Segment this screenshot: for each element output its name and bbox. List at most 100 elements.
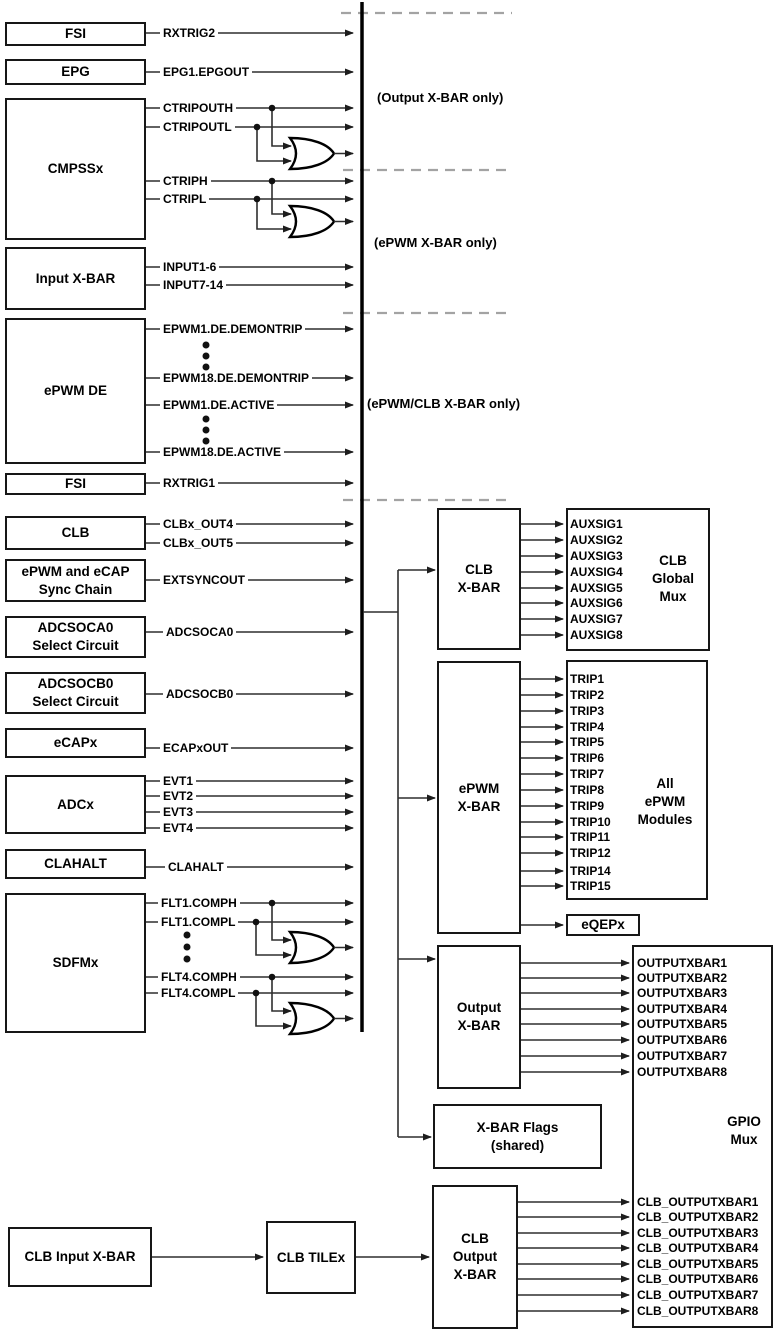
note-epwm-clb-xbar-only: (ePWM/CLB X-BAR only) xyxy=(367,396,521,411)
signal-label-evt1: EVT1 xyxy=(160,774,197,788)
signal-label-epg1-epgout: EPG1.EPGOUT xyxy=(160,65,253,79)
port-label-clb-outputxbar5: CLB_OUTPUTXBAR5 xyxy=(637,1257,759,1271)
port-label-auxsig4: AUXSIG4 xyxy=(570,565,623,579)
signal-label-ctripoutl: CTRIPOUTL xyxy=(160,120,235,134)
block-label: CLB xyxy=(659,553,687,568)
port-label-outputxbar8: OUTPUTXBAR8 xyxy=(637,1065,728,1079)
signal-label-evt4: EVT4 xyxy=(160,821,197,835)
port-label-outputxbar2: OUTPUTXBAR2 xyxy=(637,971,728,985)
signal-label-ctripl: CTRIPL xyxy=(160,192,210,206)
block-input-xbar: Input X-BAR xyxy=(5,247,146,310)
block-label: ADCSOCA0 xyxy=(37,620,114,635)
block-sdfmx: SDFMx xyxy=(5,893,146,1033)
port-label-auxsig7: AUXSIG7 xyxy=(570,612,623,626)
block-clb-input-xbar: CLB Input X-BAR xyxy=(8,1227,152,1287)
port-label-trip10: TRIP10 xyxy=(570,815,611,829)
port-label-auxsig1: AUXSIG1 xyxy=(570,517,623,531)
block-label: CMPSSx xyxy=(47,161,104,176)
block-label: Select Circuit xyxy=(32,694,119,709)
note-output-xbar-only: (Output X-BAR only) xyxy=(377,90,504,105)
block-epg: EPG xyxy=(5,59,146,85)
block-clb-xbar: CLB X-BAR xyxy=(437,508,521,650)
block-label: CLB xyxy=(461,1231,489,1246)
port-label-trip8: TRIP8 xyxy=(570,783,605,797)
port-label-clb-outputxbar2: CLB_OUTPUTXBAR2 xyxy=(637,1210,759,1224)
clb-outputxbar-arrows xyxy=(518,1198,630,1315)
port-label-clb-outputxbar1: CLB_OUTPUTXBAR1 xyxy=(637,1195,759,1209)
block-label: Input X-BAR xyxy=(35,270,116,286)
block-label: Select Circuit xyxy=(32,638,119,653)
block-label: ePWM DE xyxy=(43,383,107,398)
block-label: All xyxy=(656,776,674,791)
signal-label-evt3: EVT3 xyxy=(160,805,197,819)
block-label: ePWM xyxy=(644,794,686,809)
port-label-outputxbar1: OUTPUTXBAR1 xyxy=(637,956,728,970)
port-label-auxsig3: AUXSIG3 xyxy=(570,549,623,563)
port-label-clb-outputxbar3: CLB_OUTPUTXBAR3 xyxy=(637,1226,759,1240)
signal-label-ecapxout: ECAPxOUT xyxy=(160,741,232,755)
port-label-trip5: TRIP5 xyxy=(570,735,605,749)
signal-label-clahalt: CLAHALT xyxy=(165,860,227,874)
port-label-clb-outputxbar4: CLB_OUTPUTXBAR4 xyxy=(637,1241,759,1255)
block-label: ADCSOCB0 xyxy=(37,676,114,691)
block-label: Output xyxy=(452,1249,498,1264)
block-label: (shared) xyxy=(490,1137,545,1153)
port-label-clb-outputxbar7: CLB_OUTPUTXBAR7 xyxy=(637,1288,759,1302)
block-fsi-bottom: FSI xyxy=(5,473,146,495)
port-label-trip2: TRIP2 xyxy=(570,688,605,702)
block-label: X-BAR xyxy=(457,580,501,595)
signal-label-epwm1-de-demontrip: EPWM1.DE.DEMONTRIP xyxy=(160,322,306,336)
block-label: CLAHALT xyxy=(44,856,107,871)
block-label: X-BAR xyxy=(453,1267,497,1282)
port-label-trip11: TRIP11 xyxy=(570,830,611,844)
signal-label-ctriph: CTRIPH xyxy=(160,174,211,188)
port-label-auxsig8: AUXSIG8 xyxy=(570,628,623,642)
trip-arrows xyxy=(521,675,564,929)
port-label-trip7: TRIP7 xyxy=(570,767,605,781)
port-label-trip9: TRIP9 xyxy=(570,799,605,813)
block-label: eQEPx xyxy=(581,917,625,932)
port-label-clb-outputxbar8: CLB_OUTPUTXBAR8 xyxy=(637,1304,759,1318)
block-cmpssx: CMPSSx xyxy=(5,98,146,240)
auxsig-arrows xyxy=(521,520,564,639)
signal-label-clbx-out4: CLBx_OUT4 xyxy=(160,517,237,531)
outputxbar-arrows xyxy=(521,959,630,1076)
or-gate-icon xyxy=(287,136,336,1036)
port-label-auxsig6: AUXSIG6 xyxy=(570,596,623,610)
block-label: Modules xyxy=(637,812,693,827)
block-gpio-mux xyxy=(632,945,773,1328)
block-label: CLB Input X-BAR xyxy=(24,1249,136,1264)
port-label-outputxbar4: OUTPUTXBAR4 xyxy=(637,1002,728,1016)
port-label-trip15: TRIP15 xyxy=(570,879,611,893)
port-label-auxsig5: AUXSIG5 xyxy=(570,581,623,595)
block-clb-output-xbar: CLB Output X-BAR xyxy=(432,1185,518,1329)
port-label-outputxbar6: OUTPUTXBAR6 xyxy=(637,1033,728,1047)
port-label-trip12: TRIP12 xyxy=(570,846,611,860)
block-label: Mux xyxy=(659,589,687,604)
signal-label-adcsoca0: ADCSOCA0 xyxy=(163,625,237,639)
signal-label-input7-14: INPUT7-14 xyxy=(160,278,227,292)
block-clb-tilex: CLB TILEx xyxy=(266,1221,356,1294)
block-clb: CLB xyxy=(5,516,146,550)
port-label-trip4: TRIP4 xyxy=(570,720,605,734)
block-label: Sync Chain xyxy=(38,581,113,597)
block-label: CLB TILEx xyxy=(276,1249,346,1265)
junction-dots xyxy=(252,104,276,997)
signal-label-flt4-compl: FLT4.COMPL xyxy=(158,986,239,1000)
block-label: Global xyxy=(651,571,694,586)
block-label: SDFMx xyxy=(52,955,99,970)
block-output-xbar: Output X-BAR xyxy=(437,945,521,1089)
block-label: EPG xyxy=(61,64,90,79)
note-epwm-xbar-only: (ePWM X-BAR only) xyxy=(374,235,497,250)
block-label: CLB xyxy=(61,525,90,540)
signal-label-rxtrig1: RXTRIG1 xyxy=(160,476,219,490)
block-epwm-de: ePWM DE xyxy=(5,318,146,464)
port-label-outputxbar7: OUTPUTXBAR7 xyxy=(637,1049,728,1063)
signal-label-rxtrig2: RXTRIG2 xyxy=(160,26,219,40)
signal-label-input1-6: INPUT1-6 xyxy=(160,260,220,274)
port-label-outputxbar5: OUTPUTXBAR5 xyxy=(637,1017,728,1031)
signal-label-evt2: EVT2 xyxy=(160,789,197,803)
or-gate-output-arrows xyxy=(334,150,354,1022)
block-epwm-ecap-sync-chain: ePWM and eCAP Sync Chain xyxy=(5,559,146,602)
